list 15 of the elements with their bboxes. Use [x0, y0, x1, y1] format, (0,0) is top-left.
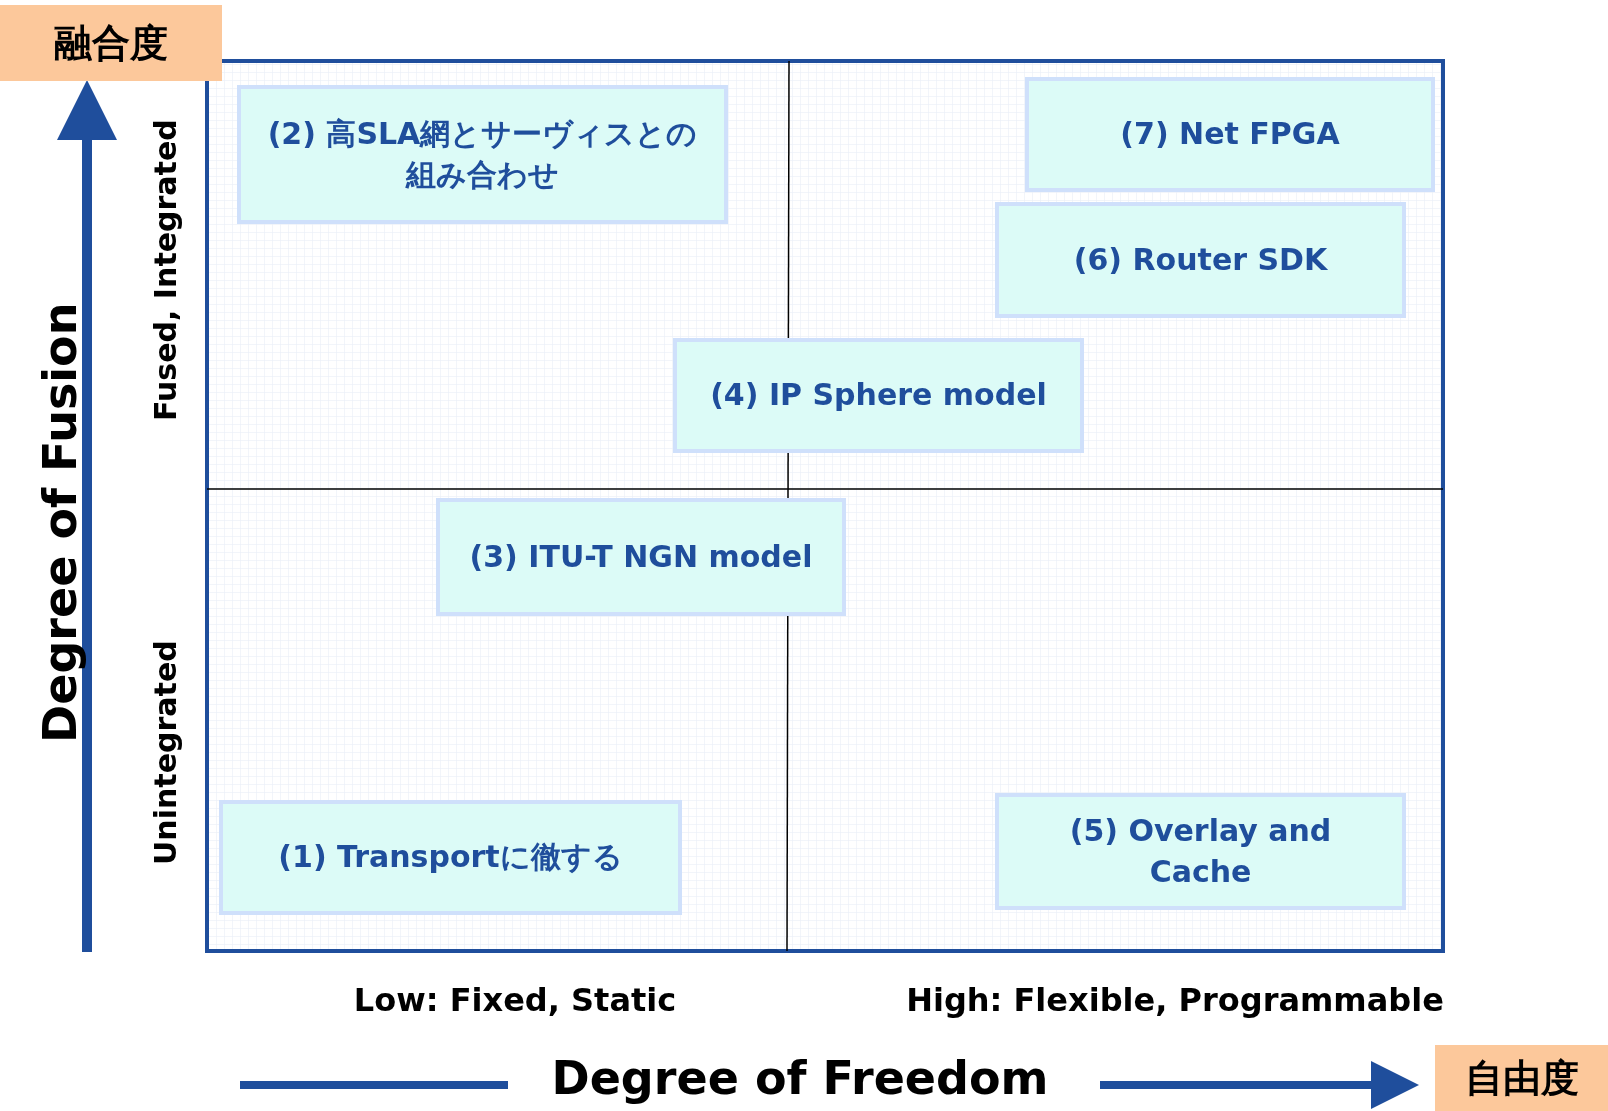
item-box: (7) Net FPGA [1025, 77, 1435, 192]
axis-title: Degree of Freedom [550, 1050, 1050, 1107]
axis-label: Low: Fixed, Static [352, 980, 678, 1021]
axis-label: 自由度 [1435, 1045, 1608, 1111]
item-box: (4) IP Sphere model [673, 338, 1084, 453]
axis-label: 融合度 [0, 5, 222, 81]
item-box: (3) ITU-T NGN model [436, 498, 846, 616]
item-box: (5) Overlay and Cache [995, 793, 1406, 910]
axis-title: Degree of Fusion [32, 301, 88, 745]
item-box: (1) Transportに徹する [219, 800, 682, 915]
axis-label: High: Flexible, Programmable [905, 980, 1445, 1021]
axis-label: Fused, Integrated [146, 118, 184, 423]
item-box: (6) Router SDK [995, 202, 1406, 318]
axis-label: Unintegrated [146, 639, 184, 867]
item-box: (2) 高SLA網とサーヴィスとの組み合わせ [237, 85, 728, 224]
